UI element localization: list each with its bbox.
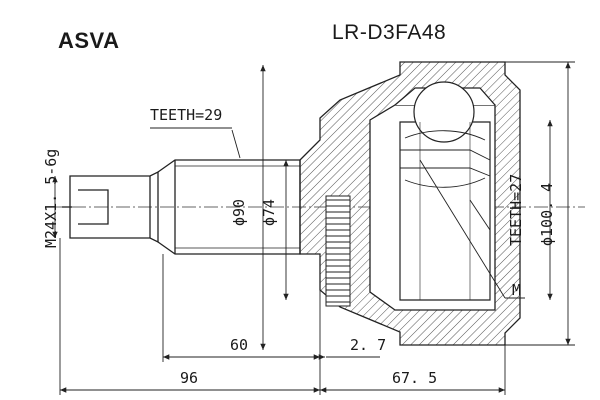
teeth-outer-label: TEETH=29 <box>150 106 223 124</box>
marker-m-label: M <box>512 281 522 299</box>
tone-ring <box>325 195 351 307</box>
diameter-90-label: ϕ90 <box>230 198 248 226</box>
diameter-74-label: ϕ74 <box>260 198 278 226</box>
diameter-100-4-label: ϕ100. 4 <box>538 182 556 246</box>
part-number: LR-D3FA48 <box>332 21 447 44</box>
length-96-label: 96 <box>180 369 199 387</box>
brand-label: ASVA <box>58 28 120 53</box>
length-60-label: 60 <box>230 336 249 354</box>
length-67-5-label: 67. 5 <box>392 369 438 387</box>
thread-spec-label: M24X1. 5-6g <box>42 148 60 248</box>
length-2-7-label: 2. 7 <box>350 336 387 354</box>
inner-race <box>399 81 491 301</box>
teeth-inner-label: TEETH=27 <box>507 173 525 246</box>
dimension-lines <box>52 61 575 395</box>
